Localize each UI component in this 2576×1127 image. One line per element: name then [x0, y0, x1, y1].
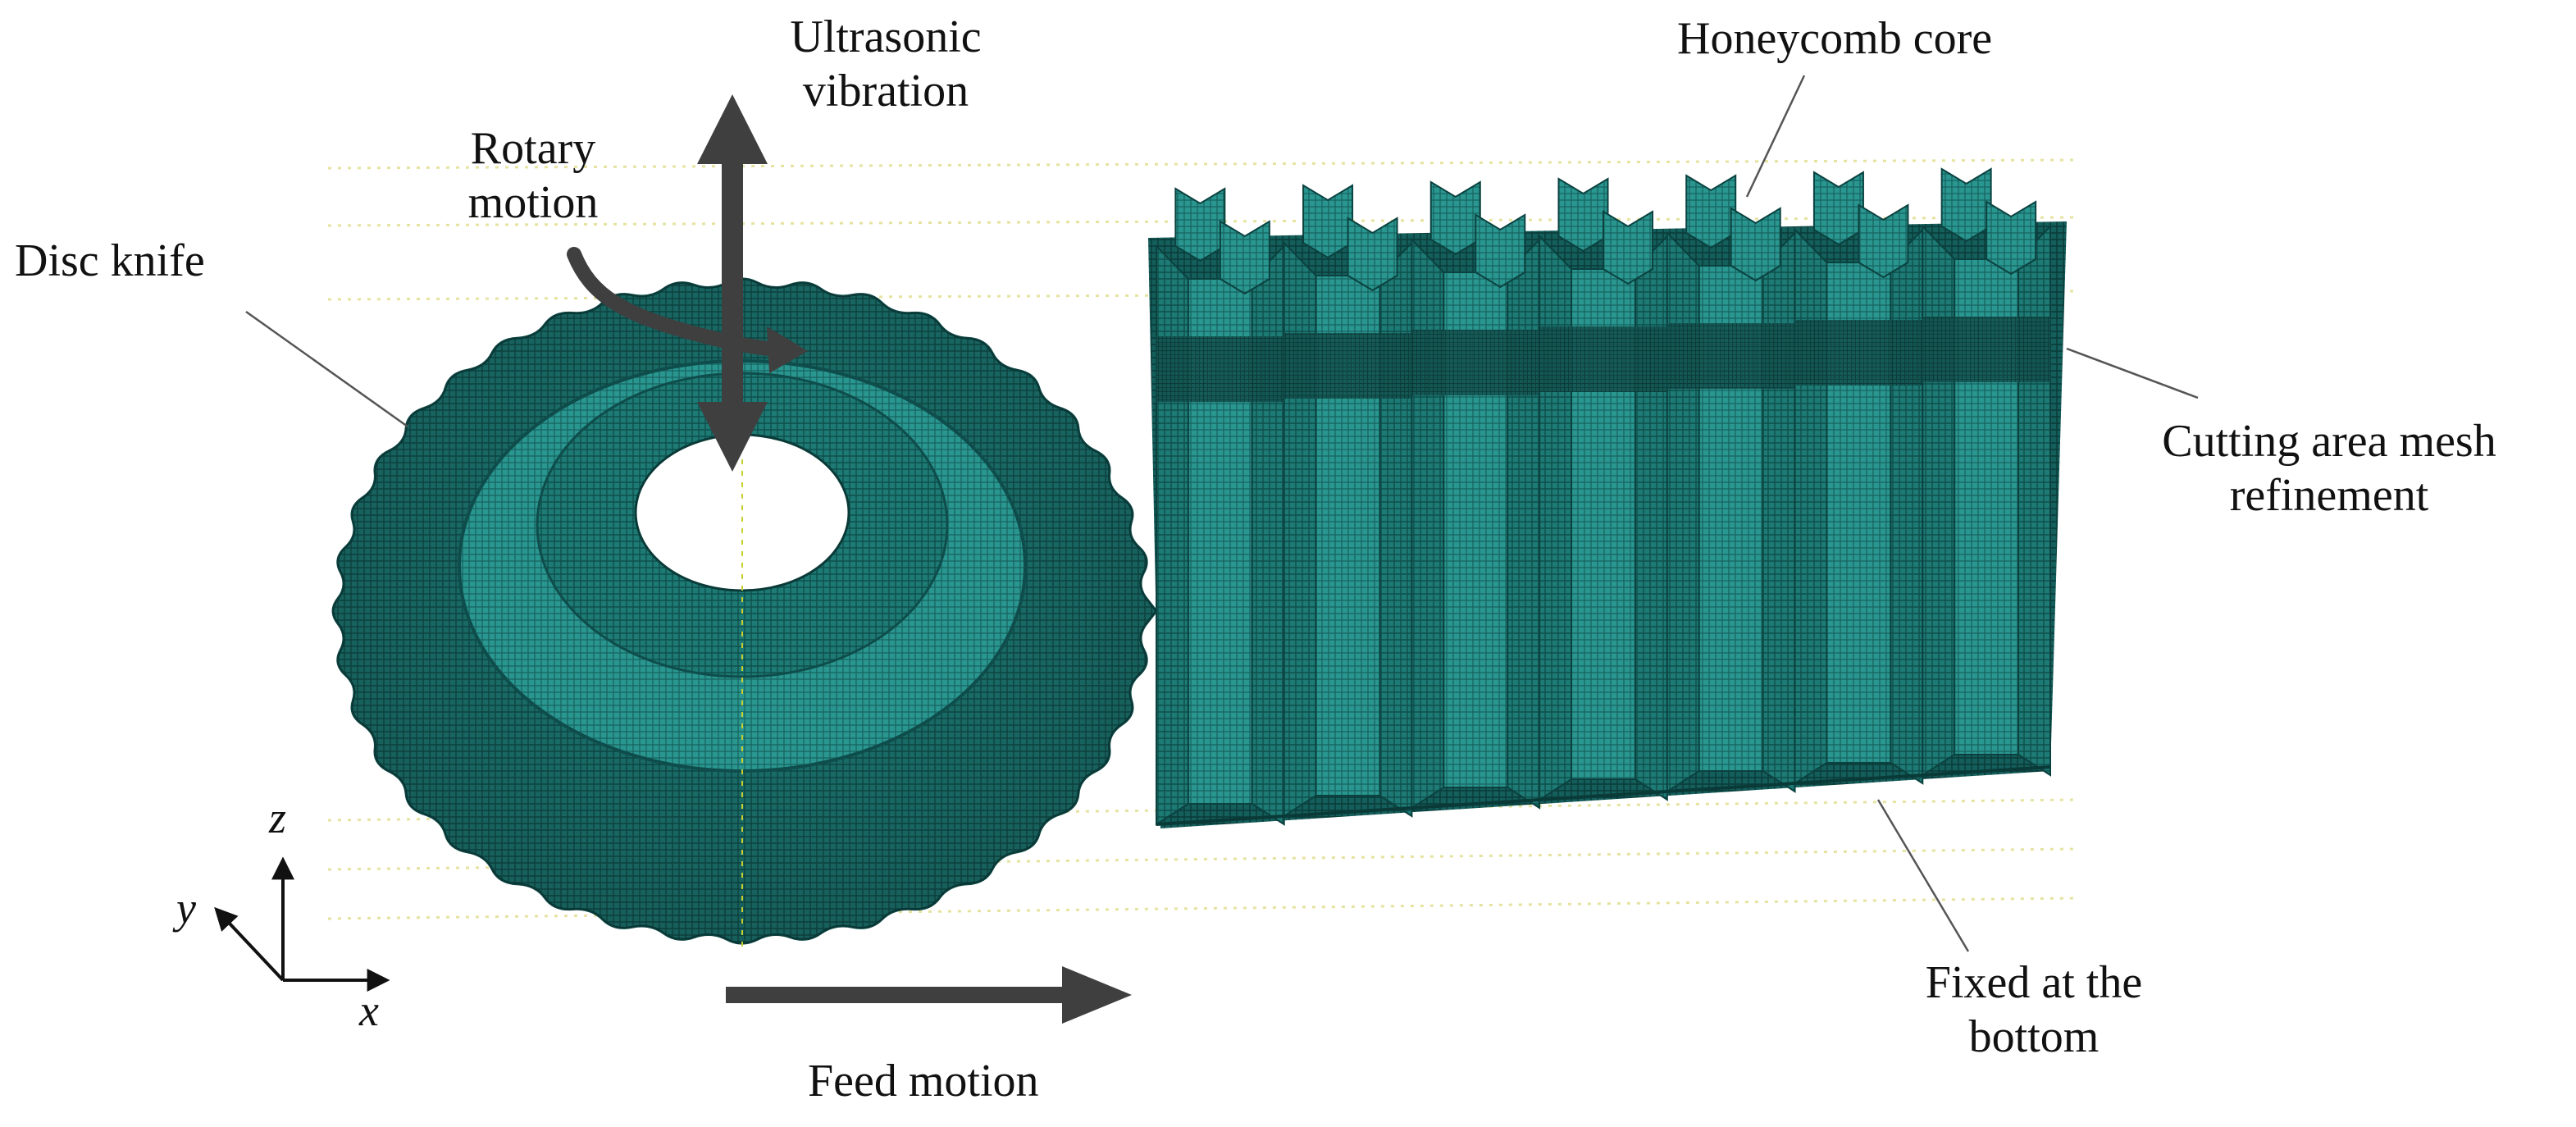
- honeycomb-cell-wall: [1411, 237, 1445, 810]
- label-rotary-motion: Rotary motion: [426, 121, 640, 230]
- axis-label-z: z: [269, 793, 287, 842]
- honeycomb-top-cell: [1986, 200, 2037, 276]
- label-cutting-area-line2: refinement: [2229, 470, 2429, 521]
- honeycomb-top-cell: [1347, 217, 1398, 292]
- disc-knife-mesh: [331, 277, 1158, 951]
- honeycomb-top-cell: [1475, 213, 1526, 289]
- leader-lines: [245, 75, 2199, 952]
- label-ultrasonic-line2: vibration: [802, 66, 969, 116]
- label-rotary-line1: Rotary: [470, 123, 596, 174]
- label-feed-motion: Feed motion: [808, 1056, 1039, 1106]
- label-fixed-line2: bottom: [1968, 1011, 2100, 1062]
- honeycomb-cell-wall: [1379, 240, 1413, 818]
- honeycomb-top-cell: [1219, 220, 1270, 295]
- label-ultrasonic-vibration: Ultrasonic vibration: [738, 10, 1033, 118]
- honeycomb-cell-wall: [1762, 230, 1796, 793]
- cutting-area-refined-band: [1411, 330, 1540, 395]
- label-cutting-area-line1: Cutting area mesh: [2162, 416, 2496, 467]
- label-fixed-at-the-bottom: Fixed at the bottom: [1870, 956, 2198, 1064]
- honeycomb-top-cell: [1174, 187, 1226, 262]
- label-cutting-area-mesh-refinement: Cutting area mesh refinement: [2087, 414, 2571, 522]
- honeycomb-cell-wall: [1890, 227, 1924, 785]
- y-axis: [214, 906, 285, 982]
- cutting-area-refined-band: [1922, 317, 2050, 382]
- honeycomb-cell-wall: [1156, 244, 1189, 826]
- honeycomb-top-cell: [1940, 167, 1992, 243]
- label-honeycomb-core: Honeycomb core: [1677, 13, 1993, 64]
- cutting-area-refined-band: [1794, 320, 1923, 386]
- honeycomb-cell-wall: [2017, 224, 2051, 777]
- honeycomb-cell-wall: [1251, 244, 1285, 826]
- leader-honeycomb-core: [1745, 75, 1806, 198]
- cutting-area-refined-band: [1539, 326, 1667, 392]
- honeycomb-top-cell: [1858, 203, 1909, 279]
- leader-cutting-area: [2066, 347, 2199, 399]
- label-fixed-line1: Fixed at the: [1925, 957, 2143, 1008]
- leader-disc-knife: [245, 310, 408, 428]
- honeycomb-cell-wall: [1539, 234, 1573, 801]
- label-ultrasonic-line1: Ultrasonic: [790, 11, 982, 62]
- label-disc-knife: Disc knife: [15, 235, 205, 286]
- honeycomb-top-cell: [1603, 210, 1653, 285]
- feed-motion-arrow: [726, 966, 1132, 1024]
- honeycomb-top-cell: [1812, 171, 1864, 246]
- honeycomb-core-mesh: [1148, 167, 2067, 828]
- cutting-area-refined-band: [1666, 323, 1795, 389]
- honeycomb-cell-wall: [1794, 227, 1828, 785]
- honeycomb-top-cell: [1302, 184, 1354, 259]
- label-rotary-line2: motion: [467, 177, 599, 228]
- honeycomb-top-cell: [1685, 174, 1737, 249]
- honeycomb-cell-wall: [1283, 240, 1317, 818]
- coordinate-axes: [214, 856, 390, 992]
- honeycomb-cell-wall: [1634, 234, 1668, 801]
- cutting-area-refined-band: [1283, 333, 1412, 399]
- leader-fixed-bottom: [1876, 799, 1970, 952]
- rotary-motion-arrow: [567, 247, 808, 373]
- cutting-area-refined-band: [1156, 336, 1284, 402]
- honeycomb-cell-wall: [1666, 230, 1700, 793]
- honeycomb-cell-wall: [1922, 224, 1956, 777]
- honeycomb-top-cell: [1730, 207, 1781, 282]
- ultrasonic-vibration-arrow: [697, 94, 768, 472]
- honeycomb-bottom-edge: [1156, 765, 2051, 826]
- axis-label-x: x: [359, 986, 379, 1035]
- honeycomb-top-cell: [1429, 180, 1481, 256]
- honeycomb-top-cell: [1557, 177, 1609, 253]
- axis-label-y: y: [176, 883, 196, 933]
- honeycomb-cell-wall: [1507, 237, 1541, 810]
